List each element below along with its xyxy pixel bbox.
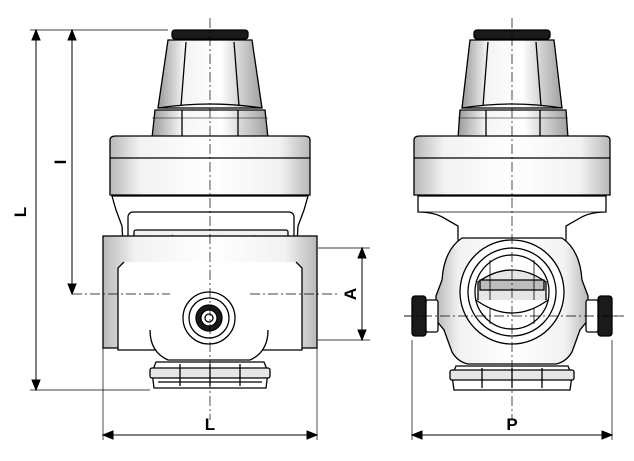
side-hex-nut [457,109,569,139]
front-gauge-port [182,291,236,345]
front-view [72,18,340,420]
dim-label-inner-height: I [51,160,70,165]
dim-label-inlet-height: A [341,288,360,300]
dim-label-body-length: L [205,415,215,434]
dim-label-overall-height: L [11,207,30,217]
dimension-lines [30,28,614,440]
side-view [404,18,624,420]
dim-label-side-width: P [506,415,517,434]
front-centerlines [72,18,340,420]
side-centerlines [404,18,624,420]
